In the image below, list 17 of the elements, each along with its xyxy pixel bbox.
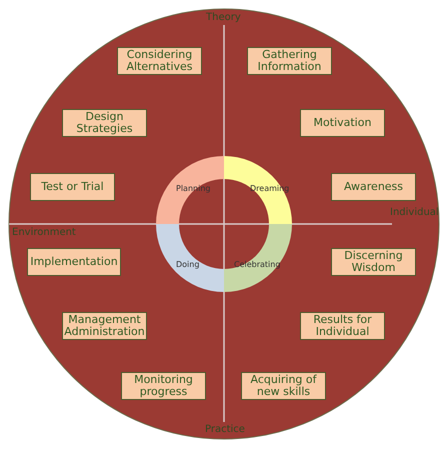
- label-box: Considering Alternatives: [117, 47, 202, 75]
- axis-label: Environment: [12, 227, 76, 238]
- label-box: Test or Trial: [30, 173, 115, 201]
- label-box: Implementation: [27, 248, 121, 276]
- label-box: Management Administration: [62, 312, 147, 340]
- label-box: Results for Individual: [300, 312, 385, 340]
- axis-label: Individual: [390, 207, 439, 218]
- label-box: Monitoring progress: [121, 372, 206, 400]
- label-box: Acquiring of new skills: [241, 372, 326, 400]
- label-box: Motivation: [300, 109, 385, 137]
- label-box: Awareness: [331, 173, 416, 201]
- label-box: Discerning Wisdom: [331, 248, 416, 276]
- label-box: Design Strategies: [62, 109, 147, 137]
- axis-label: Practice: [205, 424, 245, 435]
- axis-label: Theory: [206, 12, 241, 23]
- segment-label: Doing: [176, 260, 200, 269]
- label-box: Gathering Information: [247, 47, 332, 75]
